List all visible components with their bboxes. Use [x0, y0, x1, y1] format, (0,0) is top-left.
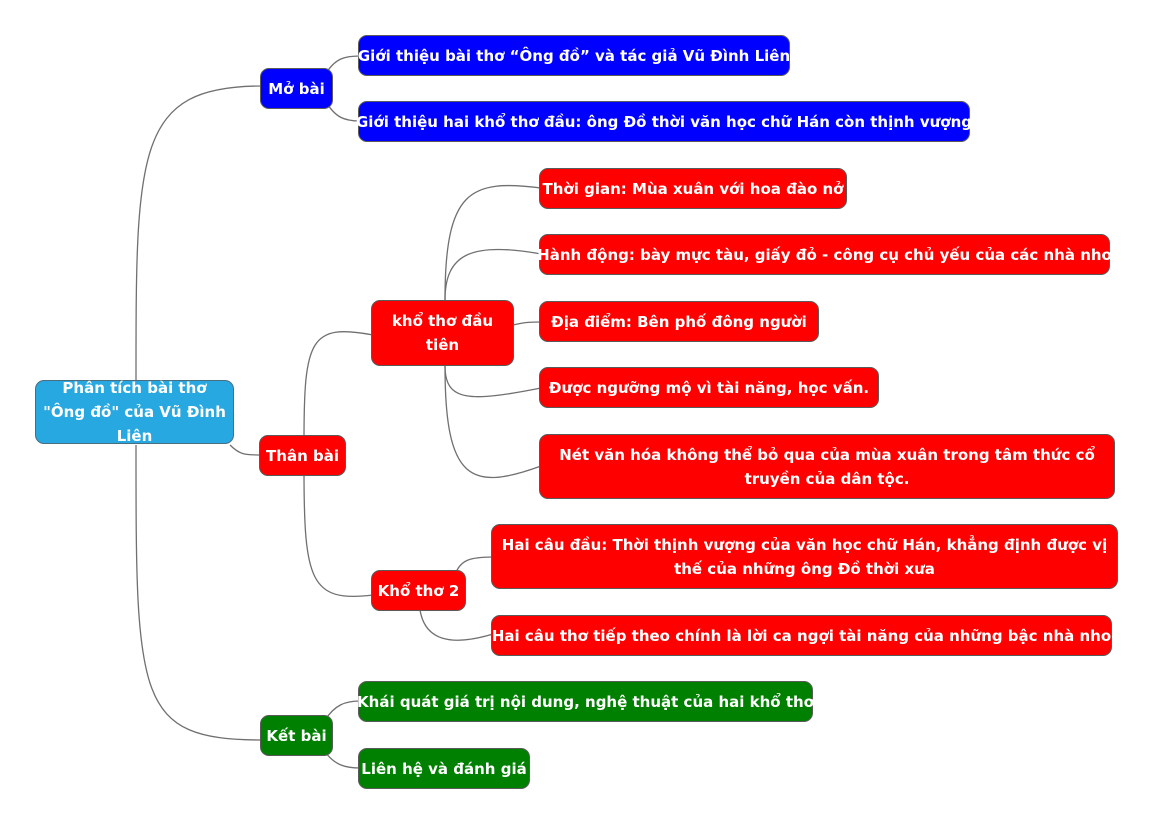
kho1-item-label: Nét văn hóa không thể bỏ qua của mùa xuâ…	[559, 445, 1095, 488]
ket-bai-item[interactable]: Khái quát giá trị nội dung, nghệ thuật c…	[357, 681, 814, 722]
kho1-item[interactable]: Thời gian: Mùa xuân với hoa đào nở	[539, 168, 847, 209]
edge-ket-bai-item2	[324, 751, 361, 769]
kho1-item-label: Được ngưỡng mộ vì tài năng, học vấn.	[548, 378, 870, 397]
ket-bai-item-label: Liên hệ và đánh giá	[361, 759, 527, 778]
kho1-item[interactable]: Địa điểm: Bên phố đông người	[539, 301, 819, 342]
kho1-item-label: Địa điểm: Bên phố đông người	[551, 312, 807, 331]
edge-kho1-item5	[444, 365, 542, 479]
branch-mo-bai[interactable]: Mở bài	[260, 68, 333, 109]
mo-bai-item-label: Giới thiệu hai khổ thơ đầu: ông Đồ thời …	[355, 112, 973, 131]
mo-bai-item-label: Giới thiệu bài thơ “Ông đồ” và tác giả V…	[357, 46, 791, 65]
branch-mo-bai-label: Mở bài	[268, 79, 325, 98]
edge-root-ket-bai	[135, 444, 263, 741]
kho1-item-label: Hành động: bày mực tàu, giấy đỏ - công c…	[537, 245, 1112, 264]
branch-ket-bai-label: Kết bài	[266, 726, 327, 745]
mo-bai-item[interactable]: Giới thiệu bài thơ “Ông đồ” và tác giả V…	[358, 35, 790, 76]
edge-than-bai-kho1	[303, 331, 374, 441]
edge-kho1-item1	[444, 184, 542, 301]
branch-than-bai[interactable]: Thân bài	[259, 435, 346, 476]
ket-bai-item[interactable]: Liên hệ và đánh giá	[358, 748, 530, 789]
subbranch-kho-tho-dau-tien-label: khổ thơ đầu tiên	[391, 312, 494, 354]
edge-kho2-item2	[419, 609, 494, 641]
subbranch-kho-tho-2[interactable]: Khổ thơ 2	[371, 570, 466, 611]
edge-root-mo-bai	[135, 85, 263, 381]
edge-kho1-item4	[444, 365, 542, 398]
kho2-item-label: Hai câu thơ tiếp theo chính là lời ca ng…	[491, 626, 1112, 645]
kho2-item-label: Hai câu đầu: Thời thịnh vượng của văn họ…	[501, 535, 1108, 578]
ket-bai-item-label: Khái quát giá trị nội dung, nghệ thuật c…	[357, 692, 814, 711]
kho1-item[interactable]: Được ngưỡng mộ vì tài năng, học vấn.	[539, 367, 879, 408]
edge-kho1-item2	[444, 248, 542, 301]
subbranch-kho-tho-2-label: Khổ thơ 2	[377, 581, 460, 600]
branch-than-bai-label: Thân bài	[266, 446, 339, 465]
subbranch-kho-tho-dau-tien[interactable]: khổ thơ đầu tiên	[371, 300, 514, 366]
edge-than-bai-kho2	[303, 469, 374, 598]
branch-ket-bai[interactable]: Kết bài	[260, 715, 333, 756]
root-topic[interactable]: Phân tích bài thơ "Ông đồ" của Vũ Đình L…	[35, 379, 234, 445]
edge-kho1-item3	[512, 321, 542, 326]
root-topic-label: Phân tích bài thơ "Ông đồ" của Vũ Đình L…	[43, 379, 226, 445]
kho1-item[interactable]: Nét văn hóa không thể bỏ qua của mùa xuâ…	[539, 434, 1115, 499]
kho2-item[interactable]: Hai câu đầu: Thời thịnh vượng của văn họ…	[491, 524, 1118, 589]
edge-root-than-bai	[229, 444, 263, 456]
kho2-item[interactable]: Hai câu thơ tiếp theo chính là lời ca ng…	[491, 615, 1112, 656]
kho1-item-label: Thời gian: Mùa xuân với hoa đào nở	[542, 179, 844, 198]
kho1-item[interactable]: Hành động: bày mực tàu, giấy đỏ - công c…	[537, 234, 1112, 275]
mo-bai-item[interactable]: Giới thiệu hai khổ thơ đầu: ông Đồ thời …	[355, 101, 973, 142]
